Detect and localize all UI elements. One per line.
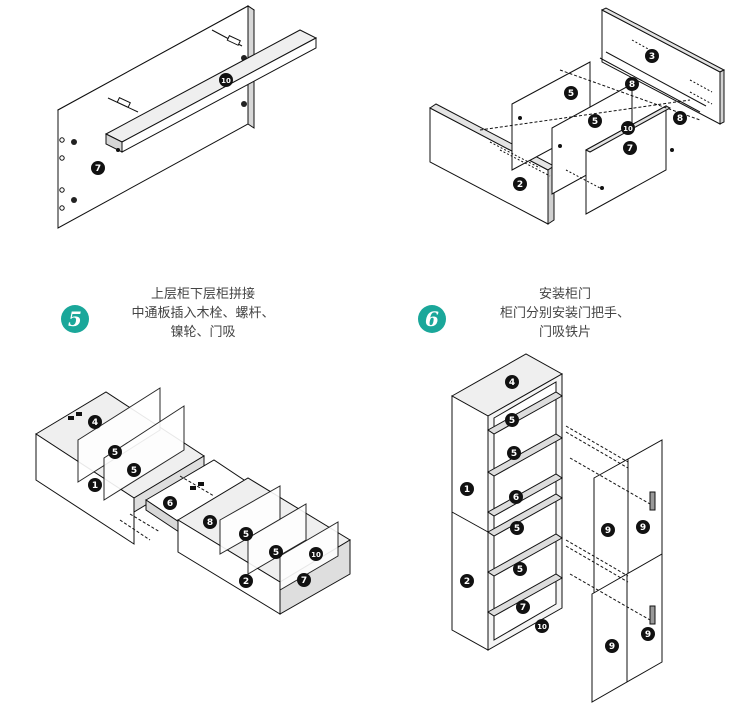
svg-text:5: 5 [517,565,523,575]
diagram-cabinet-joining [35,387,351,615]
part-label-10: 10 [535,619,549,633]
svg-text:4: 4 [509,378,515,388]
svg-text:10: 10 [537,623,547,631]
svg-text:5: 5 [273,548,279,558]
part-label-1: 1 [460,482,474,496]
part-label-4: 4 [88,415,102,429]
step-5-line-2: 中通板插入木栓、螺杆、 [131,306,275,321]
part-label-7: 7 [623,141,637,155]
step-5-line-3: 镍轮、门吸 [170,325,236,340]
diagram-standing-cabinet [450,353,663,703]
part-label-5-c: 5 [510,521,524,535]
svg-text:6: 6 [167,499,173,509]
svg-text:4: 4 [92,418,98,428]
svg-text:5: 5 [509,416,515,426]
part-label-8-b: 8 [673,111,687,125]
svg-text:7: 7 [95,164,101,174]
part-label-8: 8 [203,515,217,529]
step-6-badge: 6 [418,305,446,333]
svg-text:5: 5 [68,307,82,331]
diagram-side-panel [57,5,318,229]
part-label-5: 5 [505,413,519,427]
svg-text:10: 10 [311,551,321,559]
part-label-10: 10 [309,547,323,561]
part-label-6: 6 [163,496,177,510]
part-label-5-d: 5 [269,545,283,559]
diagram-lower-cabinet-exploded [429,7,726,225]
svg-text:8: 8 [677,114,683,124]
svg-text:9: 9 [640,523,646,533]
step-6-line-3: 门吸铁片 [538,325,591,340]
svg-text:8: 8 [207,518,213,528]
part-label-2: 2 [513,177,527,191]
part-label-8: 8 [625,77,639,91]
svg-text:10: 10 [623,125,633,133]
part-label-5-b: 5 [127,463,141,477]
svg-text:1: 1 [92,481,98,491]
part-label-6: 6 [509,490,523,504]
part-label-1: 1 [88,478,102,492]
part-label-3: 3 [645,49,659,63]
part-label-5: 5 [108,445,122,459]
step-5-badge: 5 [61,305,89,333]
svg-text:5: 5 [511,449,517,459]
part-label-5-b: 5 [588,114,602,128]
svg-text:9: 9 [605,526,611,536]
step-6-line-1: 安装柜门 [538,287,591,302]
step-5-instructions: 上层柜下层柜拼接 中通板插入木栓、螺杆、 镍轮、门吸 [108,285,298,342]
part-label-5-d: 5 [513,562,527,576]
svg-text:3: 3 [649,52,655,62]
part-label-5-b: 5 [507,446,521,460]
part-label-7: 7 [516,600,530,614]
part-label-7: 7 [297,573,311,587]
svg-text:6: 6 [425,307,439,331]
svg-text:5: 5 [592,117,598,127]
step-5-line-1: 上层柜下层柜拼接 [150,287,255,302]
svg-text:7: 7 [520,603,526,613]
svg-text:6: 6 [513,493,519,503]
svg-text:5: 5 [568,89,574,99]
svg-text:1: 1 [464,485,470,495]
part-label-2: 2 [239,574,253,588]
part-label-5: 5 [564,86,578,100]
step-6-instructions: 安装柜门 柜门分别安装门把手、 门吸铁片 [470,285,660,342]
svg-text:5: 5 [131,466,137,476]
svg-text:2: 2 [517,180,523,190]
part-label-7: 7 [91,161,105,175]
svg-text:7: 7 [301,576,307,586]
svg-text:2: 2 [464,577,470,587]
svg-text:8: 8 [629,80,635,90]
svg-text:9: 9 [645,630,651,640]
part-label-2: 2 [460,574,474,588]
part-label-5-c: 5 [239,527,253,541]
svg-text:7: 7 [627,144,633,154]
svg-text:5: 5 [112,448,118,458]
step-6-line-2: 柜门分别安装门把手、 [499,306,630,321]
svg-text:5: 5 [243,530,249,540]
part-label-4: 4 [505,375,519,389]
part-label-10: 10 [621,121,635,135]
part-label-9: 9 [601,523,615,537]
svg-text:9: 9 [609,642,615,652]
svg-text:2: 2 [243,577,249,587]
part-label-10: 10 [219,73,233,87]
svg-text:5: 5 [514,524,520,534]
svg-text:10: 10 [221,77,231,85]
part-label-9-c: 9 [641,627,655,641]
part-label-9-d: 9 [605,639,619,653]
part-label-9-b: 9 [636,520,650,534]
